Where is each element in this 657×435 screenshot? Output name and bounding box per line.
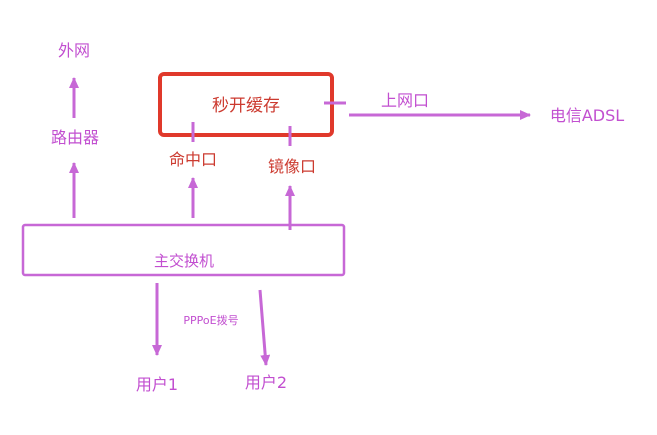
dialup-label: PPPoE拨号 [183,313,238,327]
user1-label: 用户1 [136,375,178,394]
isp-label: 电信ADSL [550,106,624,125]
user2-label: 用户2 [245,373,287,392]
router-label: 路由器 [51,128,99,147]
hit-port-label: 命中口 [169,150,217,169]
cache-server-label: 秒开缓存 [212,96,280,116]
main-switch-box [21,223,346,277]
main-switch-label: 主交换机 [154,252,214,270]
switch-to-user2-arrow [258,289,271,366]
uplink-port-label: 上网口 [381,91,429,110]
internet-label: 外网 [58,41,90,60]
mirror-port-label: 镜像口 [268,157,316,176]
